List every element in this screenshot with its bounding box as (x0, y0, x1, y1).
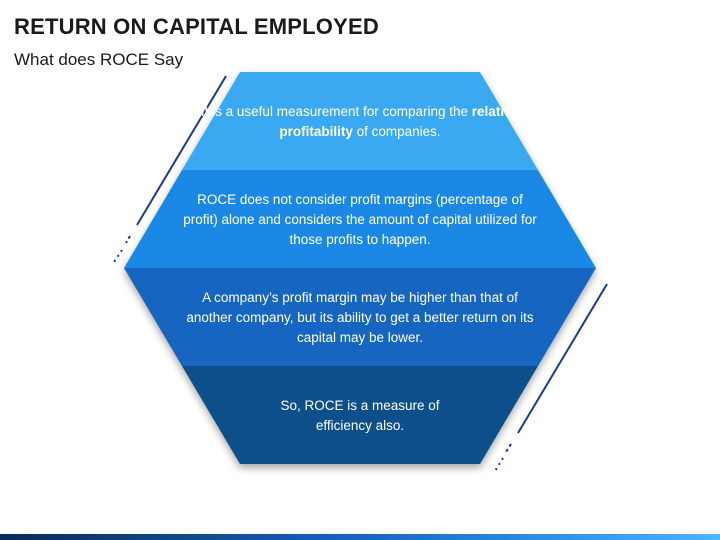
segment-2-shape (124, 170, 596, 268)
segment-1-shape (182, 72, 538, 170)
bottom-accent-bar (0, 534, 720, 540)
segment-1-bold: relative profitability (279, 104, 520, 139)
right-accent-lines (494, 283, 608, 472)
segment-3-text: A company’s profit margin may be higher … (186, 290, 534, 345)
segment-2-text: ROCE does not consider profit margins (p… (183, 192, 537, 247)
segment-4-text: So, ROCE is a measure of efficiency also… (280, 398, 440, 433)
page-subtitle: What does ROCE Say (14, 50, 184, 69)
left-accent-lines (113, 75, 227, 263)
page-title: RETURN ON CAPITAL EMPLOYED (14, 14, 379, 39)
segment-4-shape (182, 366, 538, 464)
segment-1-text: It is a useful measurement for comparing… (200, 104, 520, 139)
segment-3-shape (124, 268, 596, 366)
